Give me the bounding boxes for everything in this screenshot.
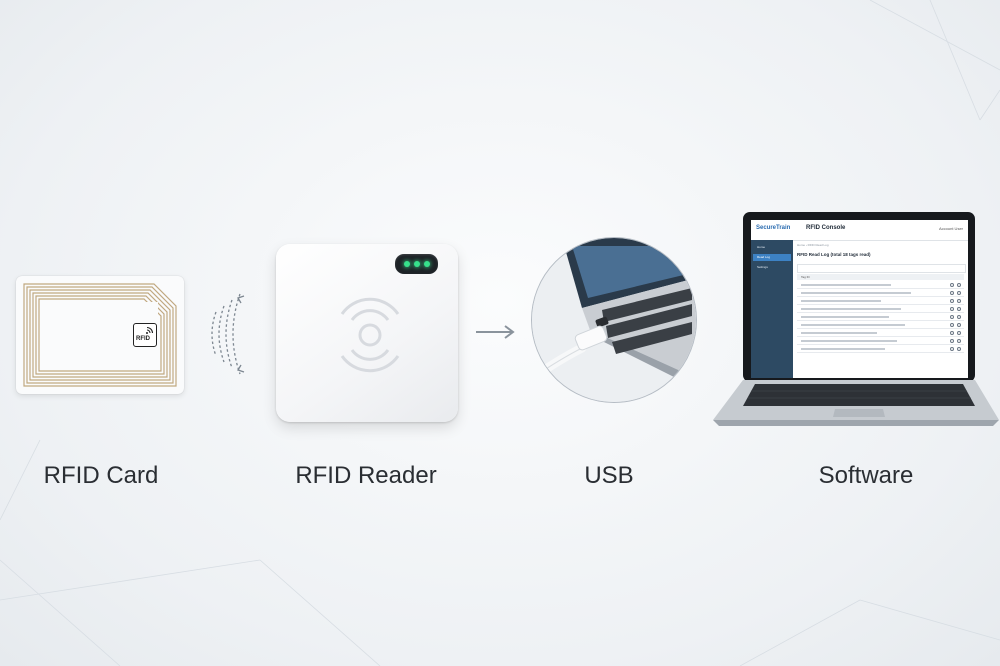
- laptop-keyboard-base: [713, 380, 999, 426]
- led-icon: [424, 261, 430, 267]
- table-row[interactable]: [797, 290, 964, 297]
- table-row[interactable]: [797, 330, 964, 337]
- table-row[interactable]: [797, 322, 964, 329]
- software-title: RFID Console: [806, 225, 846, 231]
- table-row[interactable]: [797, 346, 964, 353]
- software-header: SecureTrain RFID Console Account User: [751, 220, 968, 241]
- software-user: Account User: [938, 226, 963, 231]
- sidebar-item-home[interactable]: Home: [757, 245, 766, 249]
- rf-waves-icon: [211, 293, 245, 375]
- led-icon: [414, 261, 420, 267]
- table-row[interactable]: [797, 282, 964, 289]
- usb-connection-closeup: [531, 237, 697, 403]
- card-antenna-coil: [23, 283, 177, 387]
- sidebar-item-read-log[interactable]: Read Log: [753, 254, 791, 261]
- page-title: RFID Read Log (total 18 tags read): [797, 252, 871, 257]
- rfid-logo-text: RFID: [136, 336, 150, 342]
- label-software: Software: [818, 462, 914, 489]
- software-brand: SecureTrain: [756, 225, 791, 231]
- contactless-symbol-icon: [340, 297, 400, 373]
- table-header: Tag ID: [797, 274, 964, 280]
- label-usb: USB: [584, 462, 634, 489]
- table-row[interactable]: [797, 338, 964, 345]
- rfid-card: RFID: [16, 276, 184, 394]
- reader-status-leds: [395, 254, 438, 274]
- software-main: Home › RFID Read Log RFID Read Log (tota…: [795, 242, 966, 376]
- table-row[interactable]: [797, 306, 964, 313]
- filter-bar[interactable]: [797, 264, 966, 273]
- rfid-logo-icon: RFID: [133, 323, 157, 347]
- software-screen: SecureTrain RFID Console Account User Ho…: [751, 220, 968, 378]
- table-row[interactable]: [797, 314, 964, 321]
- arrow-right-icon: [476, 325, 515, 339]
- table-row[interactable]: [797, 298, 964, 305]
- sidebar-item-settings[interactable]: Settings: [757, 265, 768, 269]
- led-icon: [404, 261, 410, 267]
- software-sidebar: Home Read Log Settings: [751, 240, 793, 378]
- label-rfid-reader: RFID Reader: [295, 462, 437, 489]
- label-rfid-card: RFID Card: [43, 462, 159, 489]
- breadcrumb: Home › RFID Read Log: [797, 243, 829, 247]
